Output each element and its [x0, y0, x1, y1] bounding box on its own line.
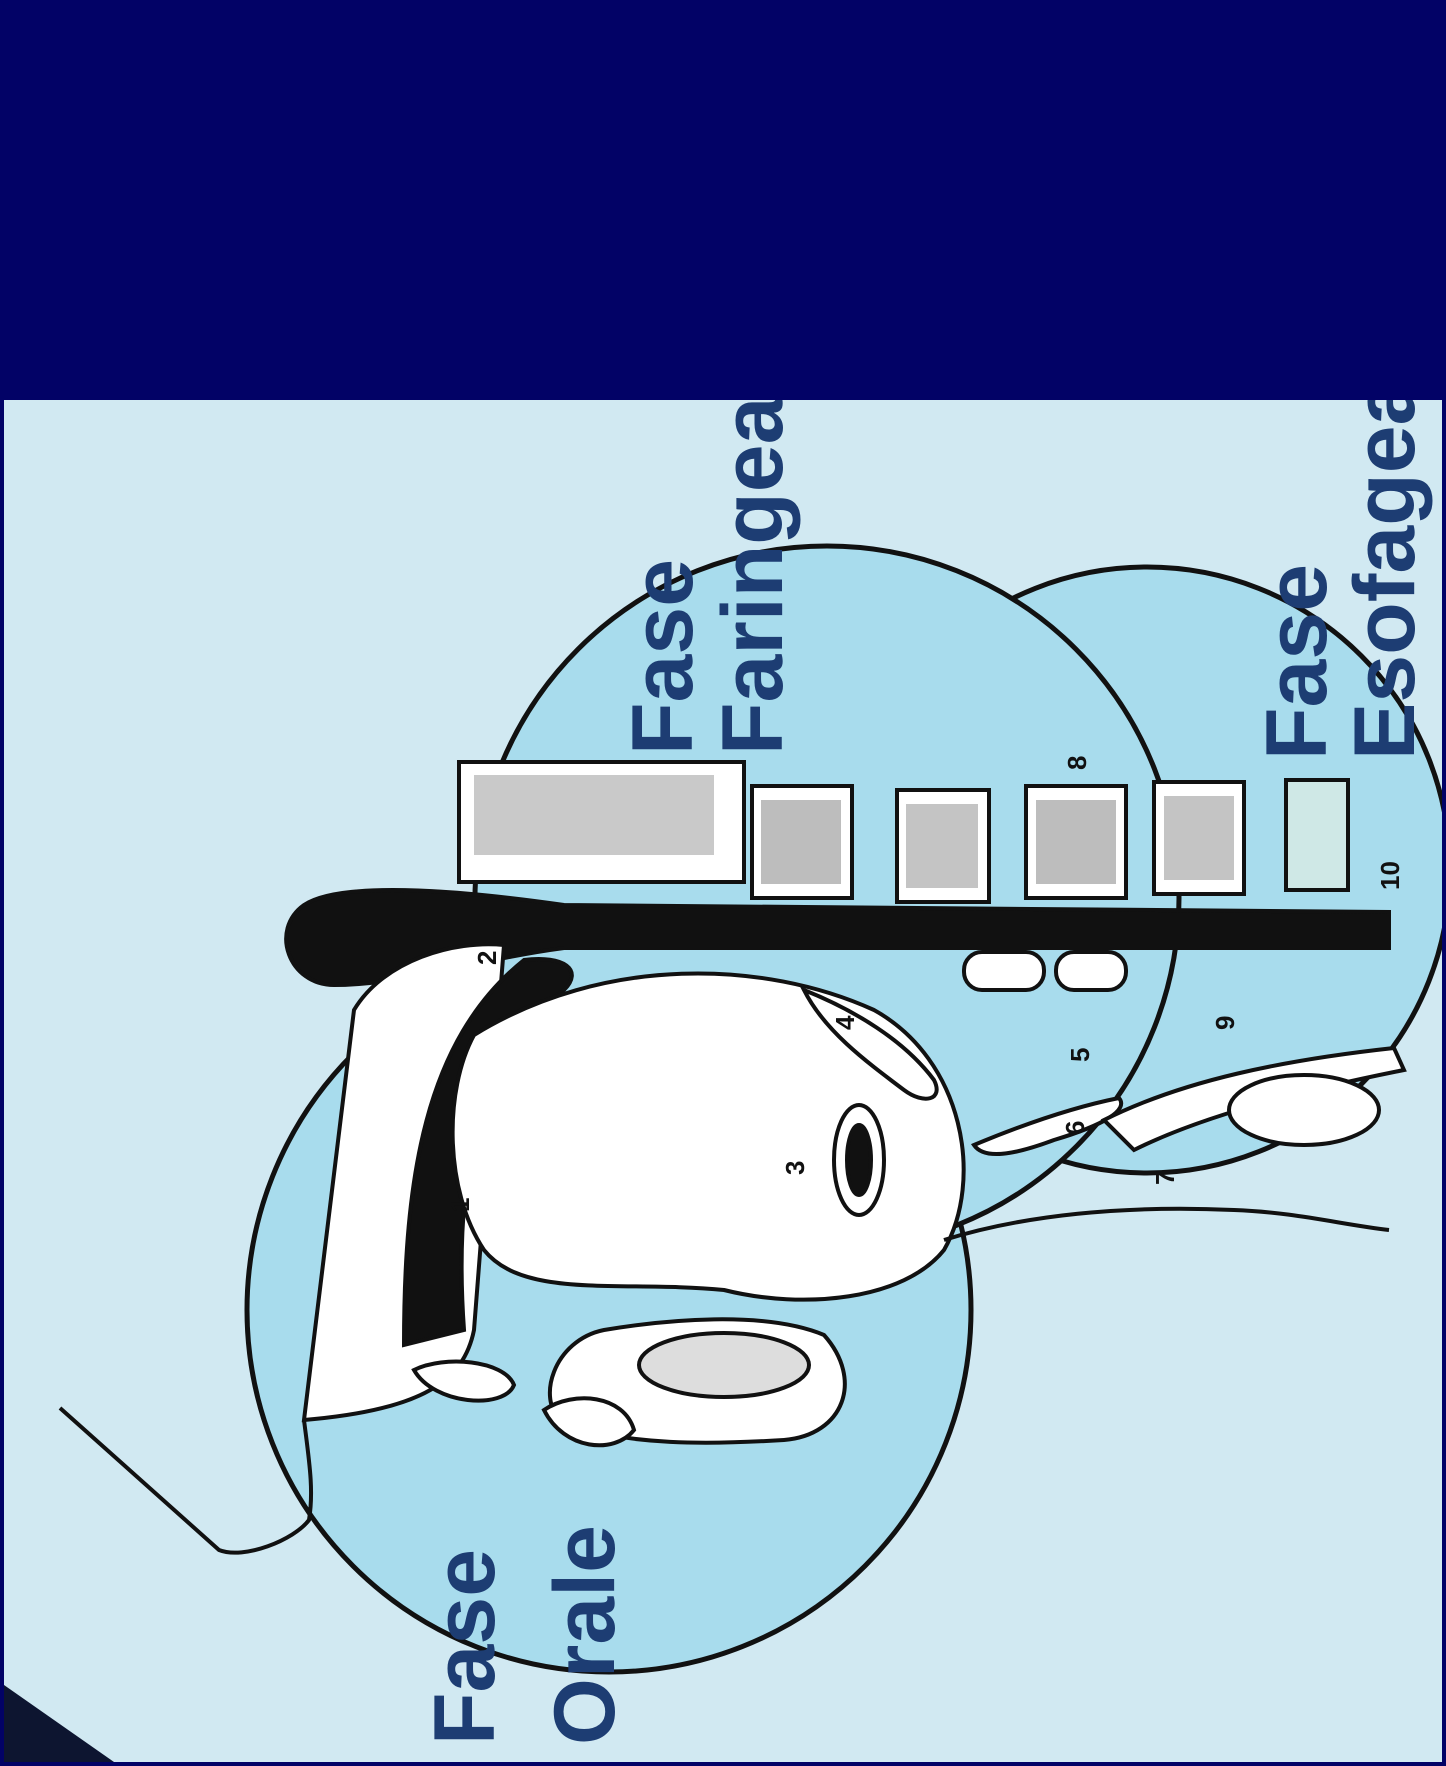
hyoid-inner: [847, 1125, 871, 1195]
vertebral-body: [1286, 780, 1348, 890]
corner-artifact: [4, 1685, 114, 1762]
marker-10: 10: [1375, 861, 1405, 890]
marker-1: 1: [445, 1198, 475, 1212]
marker-6: 6: [1060, 1121, 1090, 1135]
mandible-bone: [639, 1333, 809, 1397]
pharyngeal-phase-label-line1: Fase: [615, 559, 711, 755]
marker-2: 2: [472, 951, 502, 965]
marker-3: 3: [780, 1161, 810, 1175]
vertebral-body: [1164, 796, 1234, 880]
marker-8: 8: [1062, 756, 1092, 770]
pharyngeal-phase-label-line2: Faringea: [705, 400, 801, 755]
marker-5: 5: [1065, 1048, 1095, 1062]
vertebral-body: [474, 775, 714, 855]
vertebral-body: [906, 804, 978, 888]
swallowing-phases-diagram: 1 2 3 4 5 6 7 8 9 10 Fase Orale Fase Far…: [4, 400, 1446, 1766]
esophageal-phase-label-line2: Esofagea: [1337, 400, 1433, 760]
tongue: [453, 973, 964, 1299]
thyroid-gland: [1229, 1075, 1379, 1145]
neck-contour: [944, 1209, 1389, 1240]
esophageal-phase-label-line1: Fase: [1249, 564, 1345, 760]
marker-7: 7: [1150, 1171, 1180, 1185]
title-banner: [4, 0, 1446, 400]
cricoid: [1056, 952, 1126, 990]
oral-phase-label-line2: Orale: [537, 1525, 633, 1745]
vertebral-body: [761, 800, 841, 884]
marker-4: 4: [830, 1015, 860, 1030]
vertebral-body: [1036, 800, 1116, 884]
marker-9: 9: [1210, 1016, 1240, 1030]
oral-phase-label-line1: Fase: [417, 1549, 513, 1745]
cricoid: [964, 952, 1044, 990]
